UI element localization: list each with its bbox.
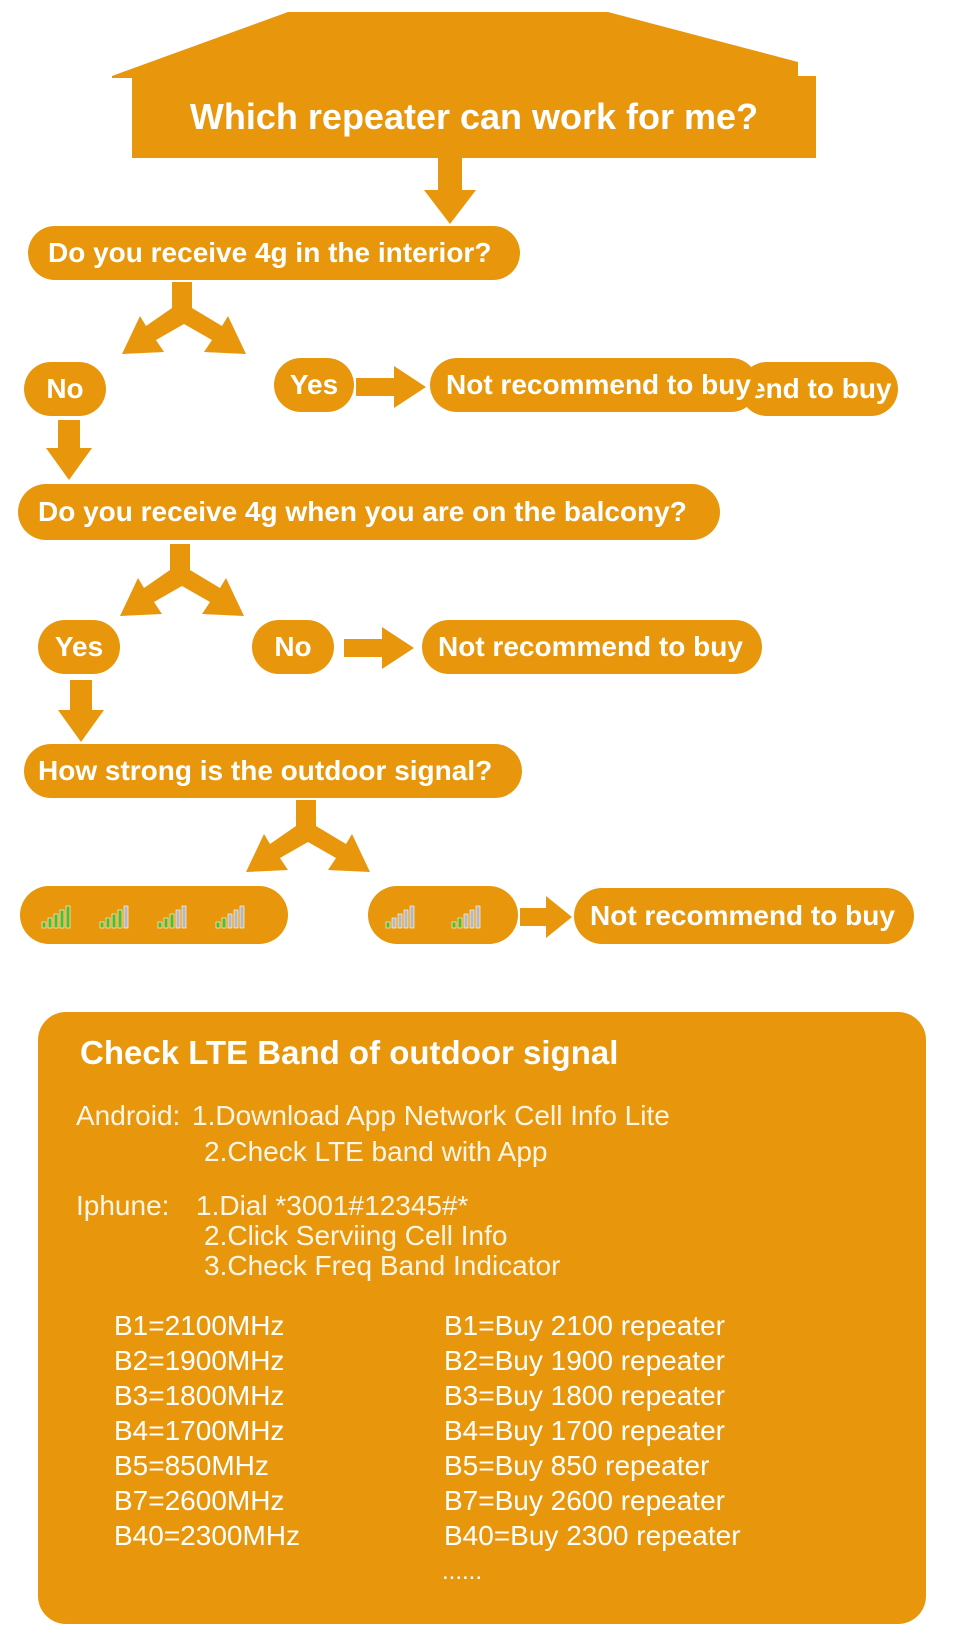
buy-row-b2: B2=Buy 1900 repeater [444, 1345, 725, 1376]
signal-bar [391, 917, 397, 929]
signal-3-bars-icon [157, 905, 187, 929]
signal-bar [451, 921, 457, 929]
lte-band-info-panel: Check LTE Band of outdoor signal Android… [38, 1012, 926, 1624]
arrow-down-icon [424, 158, 476, 224]
signal-bar [181, 905, 187, 929]
iphone-step-1: 1.Dial *3001#12345#* [196, 1190, 469, 1221]
signal-bar [397, 913, 403, 929]
signal-bar [47, 917, 53, 929]
buy-row-b3: B3=Buy 1800 repeater [444, 1380, 725, 1411]
signal-bar [463, 913, 469, 929]
outcome-overflow-label: end to buy [740, 362, 898, 416]
more-ellipsis: ...... [442, 1558, 483, 1585]
buy-row-b5: B5=Buy 850 repeater [444, 1450, 710, 1481]
signal-bar [123, 905, 129, 929]
strong-signal-icons [41, 905, 245, 929]
outcome-not-recommend-interior: Not recommend to buy [430, 358, 758, 412]
signal-bar [169, 913, 175, 929]
signal-bar [111, 913, 117, 929]
band-row-b2: B2=1900MHz [114, 1345, 285, 1376]
answer-yes-balcony: Yes [38, 620, 120, 674]
signal-bar [59, 909, 65, 929]
answer-yes-interior: Yes [274, 358, 354, 412]
signal-bar [215, 921, 221, 929]
signal-bar [469, 909, 475, 929]
signal-bar [457, 917, 463, 929]
android-label: Android: [76, 1100, 181, 1131]
outcome-not-recommend-balcony: Not recommend to buy [422, 620, 762, 674]
arrow-down-icon [58, 680, 104, 742]
split-arrow-icon [122, 282, 246, 354]
signal-4-bars-icon [99, 905, 129, 929]
answer-no-interior: No [24, 362, 106, 416]
band-row-b5: B5=850MHz [114, 1450, 269, 1481]
signal-bar [99, 921, 105, 929]
signal-bar [163, 917, 169, 929]
buy-row-b7: B7=Buy 2600 repeater [444, 1485, 725, 1516]
question-balcony: Do you receive 4g when you are on the ba… [18, 484, 720, 540]
signal-bar [53, 913, 59, 929]
signal-bar [233, 909, 239, 929]
band-row-b3: B3=1800MHz [114, 1380, 285, 1411]
weak-signal-option [368, 886, 518, 944]
signal-2-bars-icon [215, 905, 245, 929]
outcome-not-recommend-weak: Not recommend to buy [574, 888, 914, 944]
split-arrow-icon [246, 800, 370, 872]
arrow-right-icon [520, 896, 572, 938]
signal-bar [157, 921, 163, 929]
android-step-2: 2.Check LTE band with App [204, 1136, 548, 1167]
strong-signal-option [20, 886, 288, 944]
band-row-b4: B4=1700MHz [114, 1415, 285, 1446]
question-interior: Do you receive 4g in the interior? [28, 226, 520, 280]
arrow-down-icon [46, 420, 92, 480]
signal-bar [117, 909, 123, 929]
signal-bar [175, 909, 181, 929]
signal-1-bar-icon [385, 905, 415, 929]
iphone-label: Iphune: [76, 1190, 170, 1221]
signal-5-bars-icon [41, 905, 71, 929]
buy-row-b40: B40=Buy 2300 repeater [444, 1520, 741, 1551]
android-step-1: 1.Download App Network Cell Info Lite [192, 1100, 670, 1131]
signal-2-bars-icon [451, 905, 481, 929]
signal-bar [475, 905, 481, 929]
band-row-b1: B1=2100MHz [114, 1310, 285, 1341]
signal-bar [41, 921, 47, 929]
arrow-right-icon [356, 366, 426, 408]
question-outdoor-signal: How strong is the outdoor signal? [24, 744, 522, 798]
signal-bar [65, 905, 71, 929]
buy-row-b4: B4=Buy 1700 repeater [444, 1415, 725, 1446]
page-title: Which repeater can work for me? [132, 76, 816, 158]
buy-row-b1: B1=Buy 2100 repeater [444, 1310, 725, 1341]
signal-bar [227, 913, 233, 929]
roof-shape [112, 12, 798, 78]
signal-bar [409, 905, 415, 929]
iphone-step-3: 3.Check Freq Band Indicator [204, 1250, 561, 1281]
answer-no-balcony: No [252, 620, 334, 674]
signal-bar [221, 917, 227, 929]
split-arrow-icon [120, 544, 244, 616]
arrow-right-icon [344, 627, 414, 669]
signal-bar [403, 909, 409, 929]
iphone-step-2: 2.Click Serviing Cell Info [204, 1220, 508, 1251]
signal-bar [385, 921, 391, 929]
signal-bar [105, 917, 111, 929]
band-row-b7: B7=2600MHz [114, 1485, 285, 1516]
panel-heading: Check LTE Band of outdoor signal [80, 1034, 619, 1071]
band-row-b40: B40=2300MHz [114, 1520, 301, 1551]
signal-bar [239, 905, 245, 929]
weak-signal-icons [385, 905, 481, 929]
